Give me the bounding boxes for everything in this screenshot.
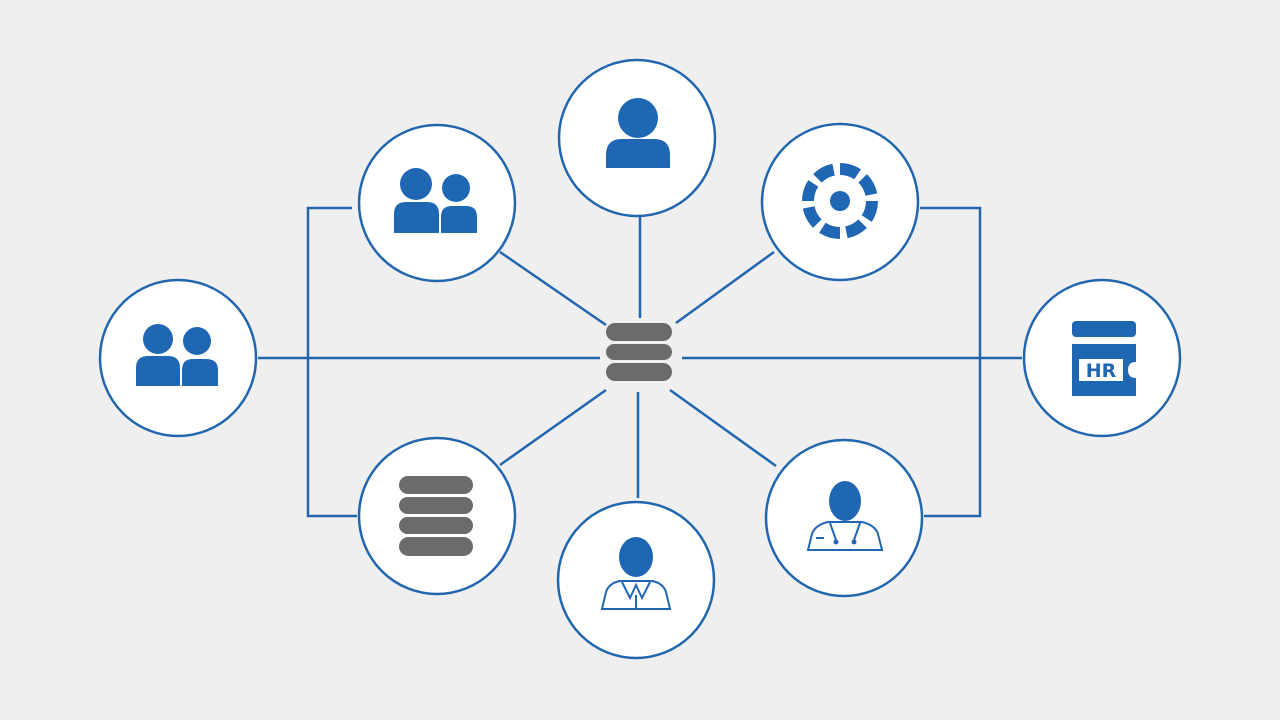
node-settings-top-right[interactable] bbox=[760, 122, 920, 282]
hr-label: HR bbox=[1086, 360, 1117, 382]
connector-lines bbox=[258, 206, 1022, 518]
node-database-bottom-left[interactable] bbox=[357, 436, 517, 596]
user-icon bbox=[606, 98, 670, 168]
hr-badge-icon: HR bbox=[1072, 321, 1136, 396]
users-icon bbox=[394, 168, 477, 233]
doctor-icon bbox=[806, 481, 884, 551]
connector-hub-bottom-left bbox=[499, 388, 607, 467]
connector-hub-bottom-right bbox=[669, 388, 777, 468]
employee-icon bbox=[600, 537, 672, 610]
node-hr-right[interactable]: HR bbox=[1022, 278, 1182, 438]
connector-hub-top-left bbox=[499, 250, 607, 327]
node-user-top[interactable] bbox=[557, 58, 717, 218]
database-icon bbox=[399, 476, 473, 556]
node-doctor-bottom-right[interactable] bbox=[764, 438, 924, 598]
target-gear-icon bbox=[802, 163, 878, 239]
connector-hub-top-right bbox=[675, 250, 775, 325]
users-icon bbox=[136, 324, 218, 386]
connector-right-bracket bbox=[920, 206, 982, 518]
hub-database-icon bbox=[606, 323, 672, 381]
connector-left-bracket bbox=[306, 206, 357, 518]
node-employee-bottom[interactable] bbox=[556, 500, 716, 660]
node-team-left[interactable] bbox=[98, 278, 258, 438]
node-team-top-left[interactable] bbox=[357, 123, 517, 283]
